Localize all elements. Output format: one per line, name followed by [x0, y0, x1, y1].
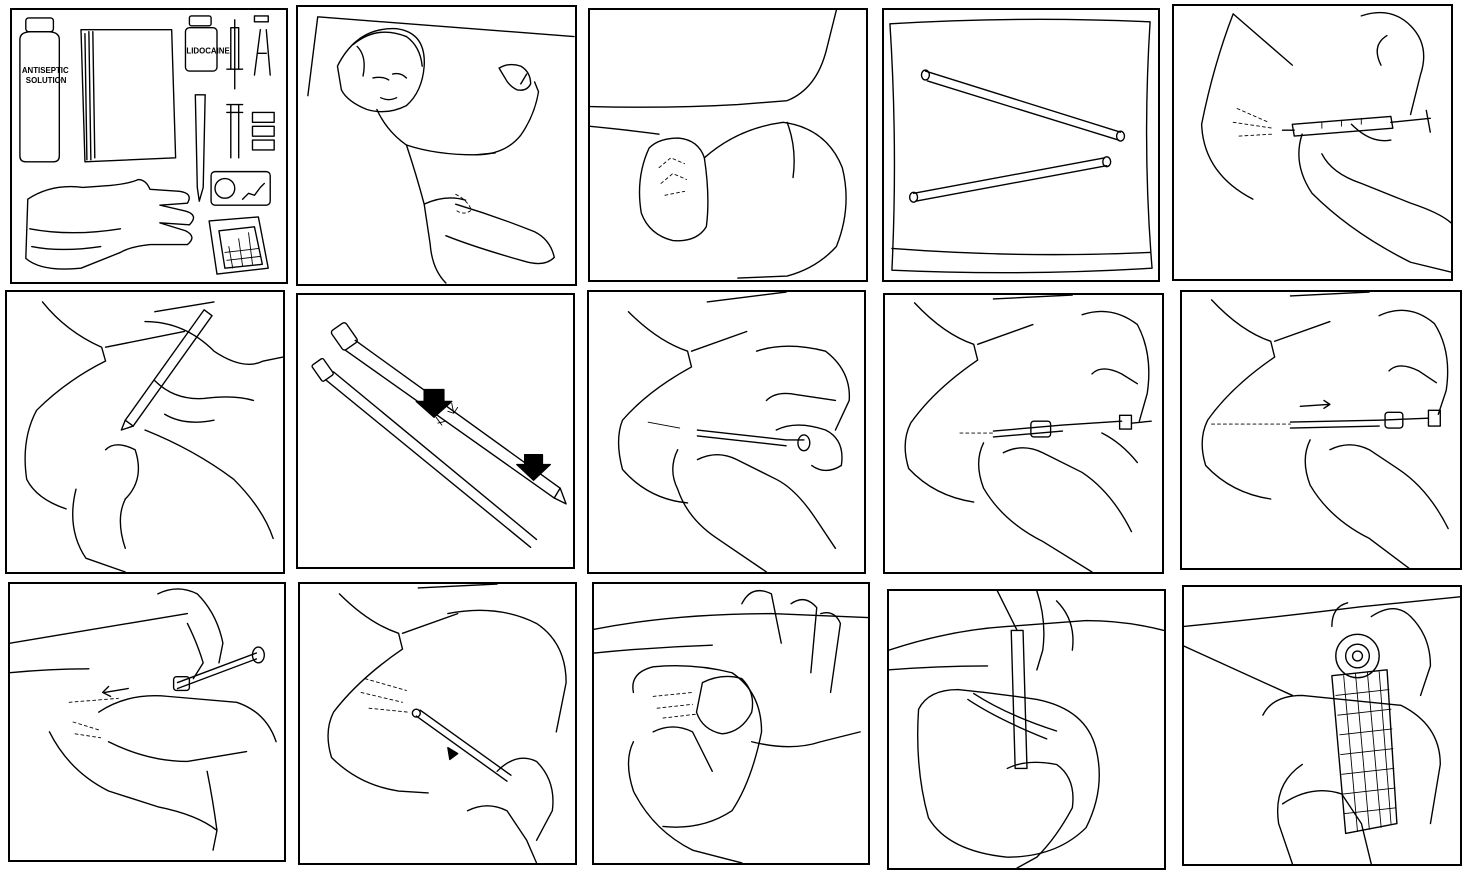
panel-anesthetic-injection [1172, 4, 1453, 281]
panel-gauze-tape [887, 589, 1166, 870]
two-rods-on-cloth-drawing [889, 18, 1153, 274]
panel-trocar-markings [296, 293, 575, 569]
lidocaine-injection-drawing [1200, 11, 1451, 273]
trocar-withdrawal-drawing [10, 588, 277, 851]
lidocaine-label: LIDOCAINE [186, 46, 229, 55]
panel-patient-positioning [296, 5, 577, 286]
arm-inner-view-drawing [590, 10, 847, 279]
pressure-dressing-drawing [594, 589, 868, 863]
panel-trocar-withdrawal [8, 582, 286, 862]
panel-implant-placement [1180, 290, 1462, 570]
pen-marking-arm-drawing [24, 301, 283, 572]
panel-implant-rods [882, 8, 1160, 282]
gauze-tape-drawing [889, 591, 1164, 868]
panel-marking-site [5, 290, 285, 574]
solution-label: SOLUTION [26, 76, 67, 85]
antiseptic-label: ANTISEPTIC [22, 66, 69, 75]
trocar-insertion-drawing [617, 292, 850, 572]
panel-trocar-insertion [587, 290, 866, 574]
trocar-with-arrows-drawing [311, 322, 567, 548]
bandage-wrap-drawing [1184, 596, 1460, 864]
implant-placement-drawing [1201, 292, 1449, 568]
panel-implant-check [298, 582, 577, 865]
panel-supplies: ANTISEPTIC SOLUTION LIDOCAINE [10, 8, 288, 284]
panel-pressure-dressing [592, 582, 870, 865]
implant-check-drawing [327, 584, 567, 863]
patient-arm-raised-drawing [307, 16, 575, 284]
panel-bandage-wrap [1182, 585, 1462, 866]
supplies-drawing: ANTISEPTIC SOLUTION LIDOCAINE [19, 15, 275, 275]
panel-trocar-advance [883, 293, 1164, 574]
panel-site-exposure [588, 8, 868, 282]
trocar-advance-drawing [904, 295, 1152, 572]
